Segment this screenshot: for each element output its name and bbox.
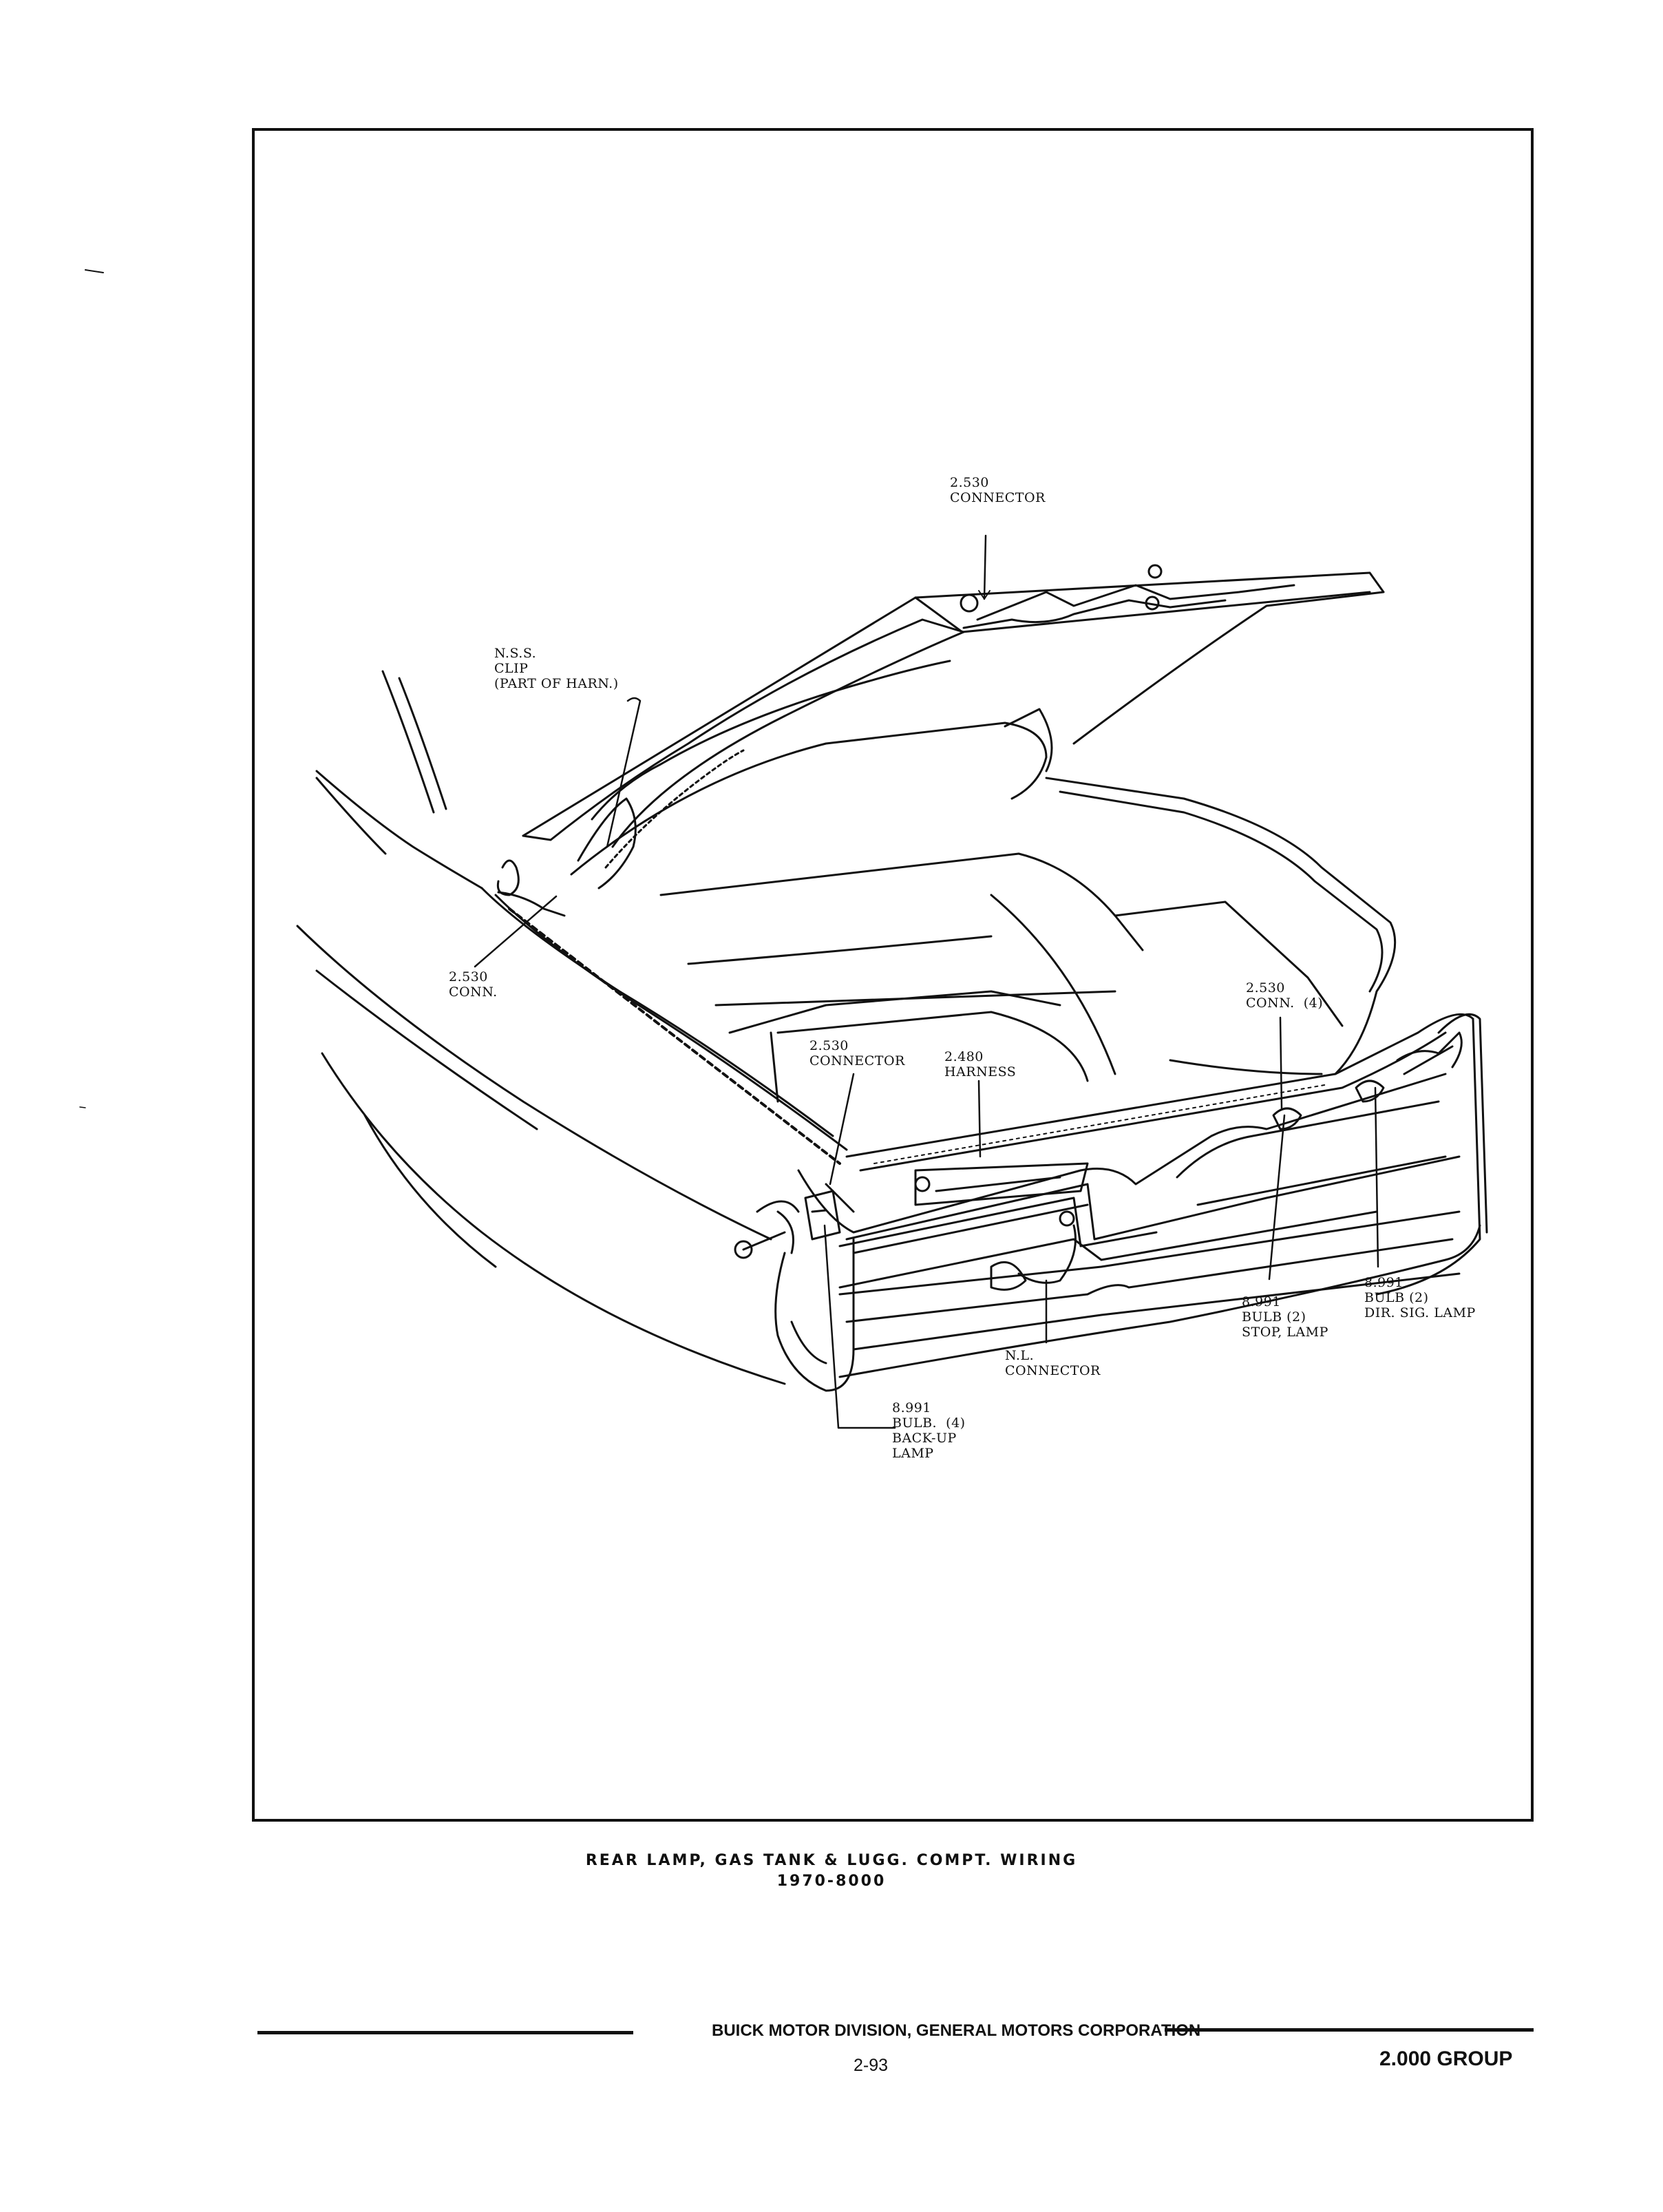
label-bulb-dir-sig: 8.991 BULB (2) DIR. SIG. LAMP — [1364, 1275, 1476, 1320]
label-connector-top-text: CONNECTOR — [950, 490, 1046, 505]
label-bulb-backup: 8.991 BULB. (4) BACK-UP LAMP — [892, 1400, 966, 1461]
label-bulb-stop-number: 8.991 — [1242, 1294, 1281, 1309]
label-nl-connector-line2: CONNECTOR — [1005, 1363, 1101, 1378]
footer-rule-right — [1165, 2028, 1534, 2032]
label-harness-text: HARNESS — [944, 1064, 1017, 1079]
label-bulb-dir-sig-number: 8.991 — [1364, 1275, 1404, 1290]
figure-caption-code: 1970-8000 — [776, 1873, 887, 1890]
label-bulb-backup-line1: BULB. (4) — [892, 1415, 966, 1431]
label-bulb-backup-number: 8.991 — [892, 1400, 931, 1415]
label-connector-mid-number: 2.530 — [809, 1038, 849, 1053]
label-conn-left-text: CONN. — [449, 984, 498, 1000]
label-connector-top-number: 2.530 — [950, 475, 989, 490]
label-nss-clip: N.S.S. CLIP (PART OF HARN.) — [494, 646, 619, 691]
label-bulb-stop: 8.991 BULB (2) STOP, LAMP — [1242, 1294, 1328, 1340]
label-conn-right-text: CONN. (4) — [1246, 996, 1324, 1011]
label-conn-left: 2.530 CONN. — [449, 969, 498, 1000]
footer-group: 2.000 GROUP — [1379, 2047, 1513, 2070]
label-harness: 2.480 HARNESS — [944, 1049, 1016, 1079]
label-bulb-dir-sig-line1: BULB (2) — [1364, 1290, 1429, 1305]
label-connector-top: 2.530 CONNECTOR — [950, 475, 1046, 505]
label-bulb-backup-line3: LAMP — [892, 1446, 934, 1461]
label-connector-mid: 2.530 CONNECTOR — [809, 1038, 905, 1068]
label-conn-left-number: 2.530 — [449, 969, 488, 984]
label-bulb-dir-sig-line2: DIR. SIG. LAMP — [1364, 1305, 1476, 1320]
label-nss-clip-line3: (PART OF HARN.) — [494, 676, 619, 691]
label-bulb-stop-line1: BULB (2) — [1242, 1309, 1306, 1325]
label-nss-clip-line1: N.S.S. — [494, 646, 537, 661]
label-harness-number: 2.480 — [944, 1049, 984, 1064]
label-nss-clip-line2: CLIP — [494, 661, 529, 676]
footer-page-number: 2-93 — [854, 2056, 889, 2075]
label-nl-connector: N.L. CONNECTOR — [1005, 1348, 1101, 1378]
label-connector-mid-text: CONNECTOR — [809, 1053, 905, 1068]
figure-caption-title: REAR LAMP, GAS TANK & LUGG. COMPT. WIRIN… — [585, 1852, 1078, 1869]
label-bulb-backup-line2: BACK-UP — [892, 1431, 957, 1446]
label-nl-connector-line1: N.L. — [1005, 1348, 1035, 1363]
footer-division: BUICK MOTOR DIVISION, GENERAL MOTORS COR… — [712, 2021, 1201, 2040]
label-conn-right-number: 2.530 — [1246, 980, 1285, 996]
label-conn-right: 2.530 CONN. (4) — [1246, 980, 1323, 1011]
label-bulb-stop-line2: STOP, LAMP — [1242, 1325, 1328, 1340]
figure-frame — [252, 128, 1534, 1822]
footer-rule-left — [257, 2031, 633, 2034]
